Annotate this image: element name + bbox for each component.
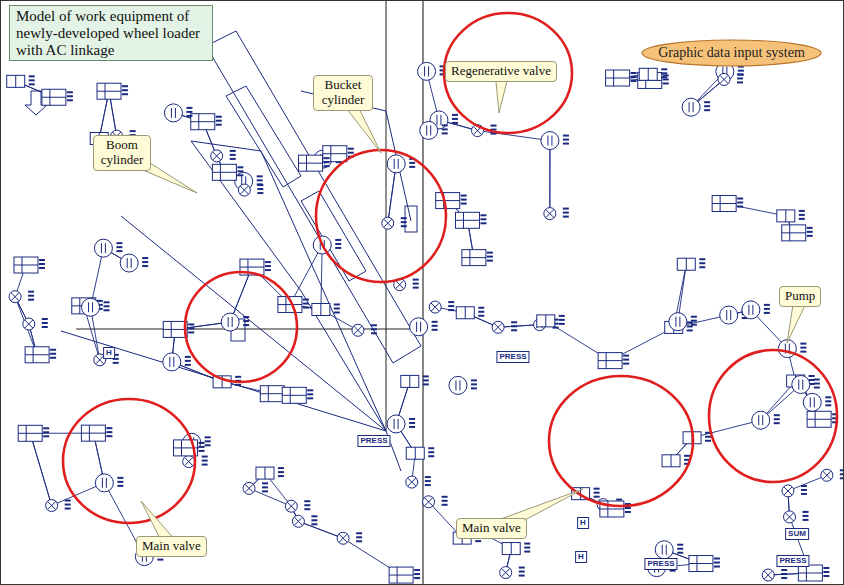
node-text: Main valve [142, 539, 201, 554]
pane-divider [422, 1, 423, 585]
node-text: Bucket cylinder [319, 78, 367, 108]
highlight-ring [709, 350, 837, 482]
symbol-label: PRESS [496, 351, 529, 363]
symbol-label: H [577, 517, 589, 529]
symbol-label: PRESS [357, 435, 390, 447]
symbol-label: SUM [785, 528, 809, 540]
symbol-label: H [103, 347, 115, 359]
highlight-ring [63, 399, 195, 523]
callout-box: Main valve [456, 518, 527, 539]
title-box: Model of work equipment of newly-develop… [9, 5, 213, 61]
hydraulic-symbols [7, 62, 844, 583]
node-text: Boom cylinder [99, 138, 145, 168]
hydraulic-wires [15, 71, 827, 575]
axis-line [386, 1, 387, 431]
callout-box: Pump [779, 286, 821, 307]
callout-box: Bucket cylinder [313, 75, 373, 111]
node-text: Main valve [462, 521, 521, 536]
symbol-label: PRESS [776, 555, 809, 567]
callout-box: Main valve [136, 536, 207, 557]
system-ellipse: Graphic data input system [641, 39, 822, 67]
symbol-label: H [575, 551, 587, 563]
callout-box: Regenerative valve [445, 61, 557, 82]
callout-box: Boom cylinder [93, 135, 151, 171]
linkage-drawing [25, 31, 421, 471]
highlight-ring [549, 376, 693, 506]
node-text: Model of work equipment of newly-develop… [16, 8, 206, 58]
node-text: Pump [785, 289, 815, 304]
node-text: Regenerative valve [451, 64, 551, 79]
axis-line [76, 329, 421, 330]
node-text: Graphic data input system [641, 45, 822, 61]
highlight-ring [185, 272, 297, 382]
highlight-ring [444, 13, 572, 133]
highlight-ring [316, 150, 446, 282]
symbol-label: PRESS [644, 558, 677, 570]
